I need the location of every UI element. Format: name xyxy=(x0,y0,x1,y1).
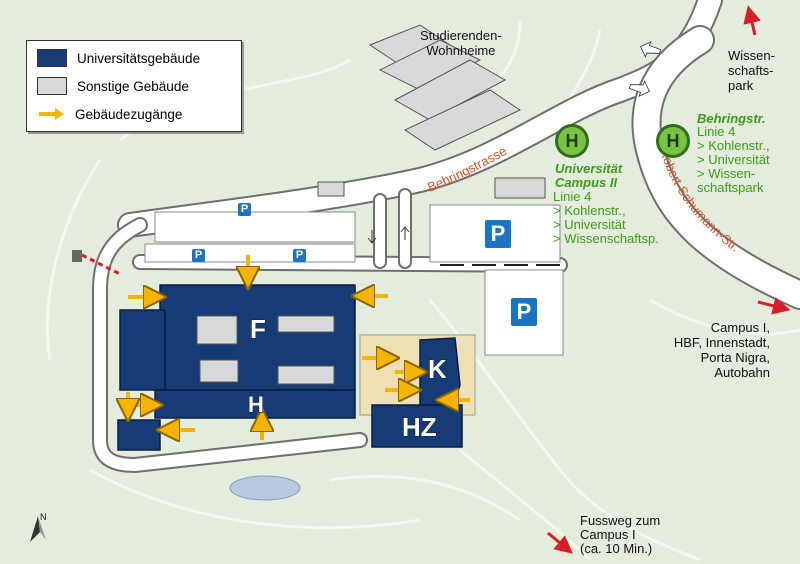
parking-strip xyxy=(154,211,356,243)
parking-icon: P xyxy=(192,249,205,262)
other-swatch xyxy=(37,77,67,95)
parking-icon: P xyxy=(238,203,251,216)
dorms-label: Studierenden- Wohnheime xyxy=(420,28,502,58)
footpath-label: Fussweg zum Campus I (ca. 10 Min.) xyxy=(580,513,661,556)
campus1-direction-label: Campus I, HBF, Innenstadt, Porta Nigra, … xyxy=(673,320,770,380)
access-arrows xyxy=(125,255,470,440)
parking-icon: P xyxy=(293,249,306,262)
pond xyxy=(229,475,301,501)
other-buildings xyxy=(317,24,546,199)
legend-item-university: Universitätsgebäude xyxy=(37,49,200,67)
parking-icon: P xyxy=(485,220,511,248)
science-park-label: Wissen- schafts- park xyxy=(728,48,775,93)
barrier xyxy=(72,250,123,277)
legend-item-access: Gebäudezugänge xyxy=(37,105,182,123)
parking-icon: P xyxy=(511,298,537,326)
bus-stop-icon: H xyxy=(656,124,690,158)
stop-campus-lines: Linie 4 > Kohlenstr., > Universität > Wi… xyxy=(553,189,659,246)
building-label-f: F xyxy=(249,314,266,344)
legend-label: Sonstige Gebäude xyxy=(77,78,189,94)
building-label-hz: HZ xyxy=(401,412,437,442)
stop-campus-title: Universität Campus II xyxy=(555,161,623,190)
access-arrow-icon xyxy=(39,108,64,120)
university-swatch xyxy=(37,49,67,67)
stop-behring-lines: Linie 4 > Kohlenstr., > Universität > Wi… xyxy=(697,124,770,195)
north-label: N xyxy=(40,512,47,522)
legend-label: Gebäudezugänge xyxy=(75,106,183,122)
stop-behring-title: Behringstr. xyxy=(697,111,766,126)
building-label-k: K xyxy=(427,354,447,384)
north-arrow-icon xyxy=(30,516,46,542)
legend: Universitätsgebäude Sonstige Gebäude Geb… xyxy=(26,40,242,132)
legend-label: Universitätsgebäude xyxy=(77,50,201,66)
legend-item-other: Sonstige Gebäude xyxy=(37,77,189,95)
bus-stop-icon: H xyxy=(555,124,589,158)
direction-arrows xyxy=(547,5,791,554)
building-label-h: H xyxy=(247,391,264,417)
